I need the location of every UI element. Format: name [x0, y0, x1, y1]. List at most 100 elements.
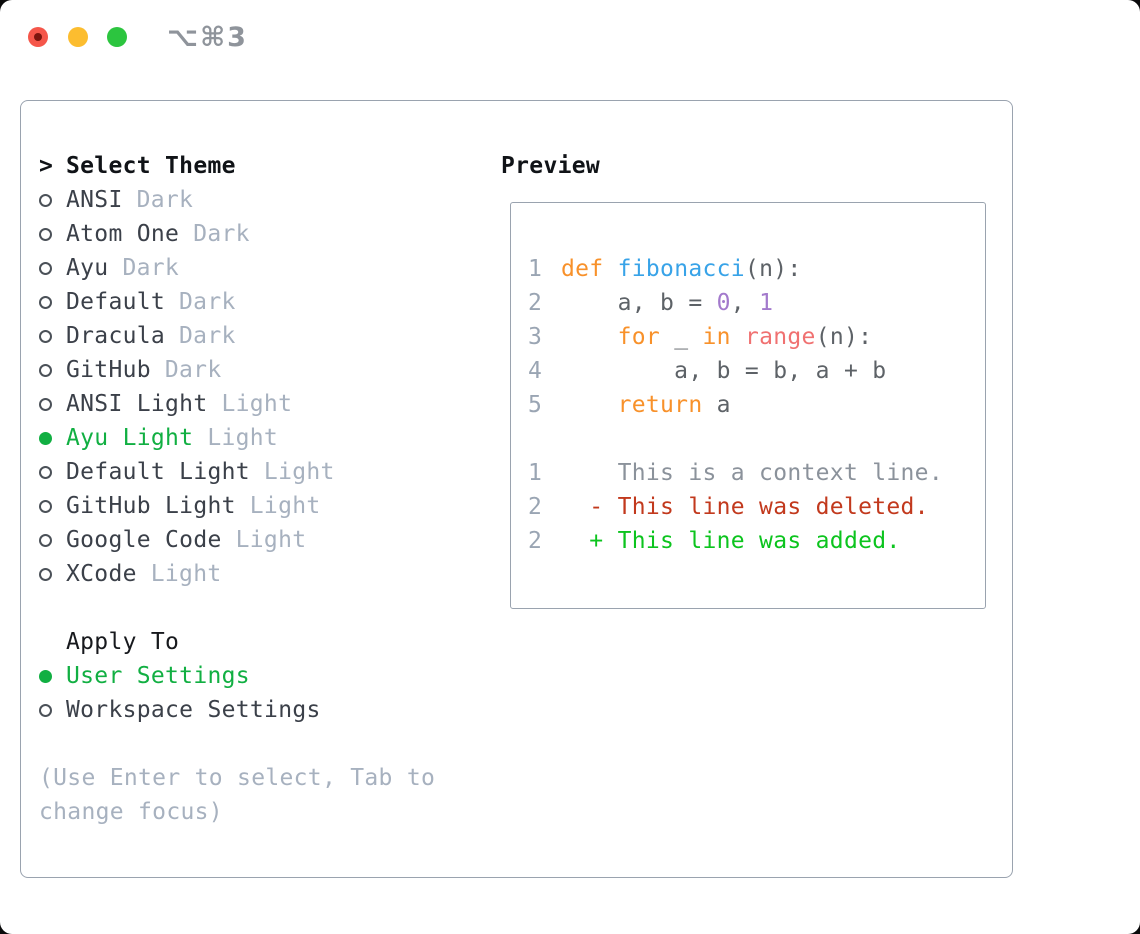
code-segment: - This line was deleted.: [561, 494, 929, 520]
code-line: 4 a, b = b, a + b: [528, 354, 979, 388]
theme-variant-label: Dark: [179, 289, 236, 315]
apply-option[interactable]: Workspace Settings: [39, 693, 435, 727]
theme-option[interactable]: Default Dark: [39, 285, 435, 319]
code-segment: fibonacci: [617, 256, 745, 282]
apply-to-title: Apply To: [66, 629, 180, 655]
theme-variant-label: Light: [235, 527, 307, 553]
radio-icon: [39, 533, 52, 547]
cursor-marker: >: [39, 153, 54, 179]
line-number: 5: [528, 392, 543, 418]
theme-option-marker-col: [39, 295, 66, 309]
theme-variant-label: Dark: [179, 323, 236, 349]
code-segment: 0: [716, 290, 731, 316]
theme-option-marker-col: [39, 397, 66, 411]
line-number: 3: [528, 324, 543, 350]
code-segment: in: [702, 324, 731, 350]
radio-icon: [39, 397, 52, 411]
theme-variant-label: Light: [263, 459, 335, 485]
radio-icon: [39, 193, 52, 207]
apply-option[interactable]: User Settings: [39, 659, 435, 693]
theme-option-marker-col: [39, 431, 66, 445]
theme-variant-label: Light: [221, 391, 293, 417]
code-segment: 1: [759, 290, 774, 316]
code-segment: def: [561, 256, 604, 282]
line-number: 2: [528, 528, 543, 554]
theme-option-label: Atom One: [66, 221, 180, 247]
line-number: 1: [528, 460, 543, 486]
apply-option-label: Workspace Settings: [66, 697, 321, 723]
code-segment: [561, 388, 618, 422]
theme-variant-label: Light: [207, 425, 279, 451]
code-line: 2 + This line was added.: [528, 524, 979, 558]
theme-option-label: Default: [66, 289, 166, 315]
titlebar: ⌥⌘3: [0, 0, 1140, 70]
theme-option[interactable]: Ayu Light Light: [39, 421, 435, 455]
code-segment: (n):: [744, 256, 802, 282]
radio-icon: [39, 329, 52, 343]
theme-option-label: Default Light: [66, 459, 250, 485]
theme-option-label: Ayu: [66, 255, 109, 281]
theme-option-marker-col: [39, 465, 66, 479]
radio-icon: [39, 363, 52, 377]
theme-option-label: Ayu Light: [66, 425, 194, 451]
theme-option-marker-col: [39, 499, 66, 513]
code-segment: [731, 320, 745, 354]
code-segment: [603, 252, 617, 286]
code-segment: ,: [730, 290, 760, 316]
code-line: 2 a, b = 0, 1: [528, 286, 979, 320]
theme-option[interactable]: Google Code Light: [39, 523, 435, 557]
radio-icon: [39, 295, 52, 309]
theme-option-label: ANSI: [66, 187, 123, 213]
close-button[interactable]: [28, 27, 48, 47]
radio-icon: [39, 465, 52, 479]
spacer-row: [39, 591, 435, 625]
radio-icon: [39, 567, 52, 581]
radio-icon: [39, 431, 52, 445]
theme-option-marker-col: [39, 193, 66, 207]
theme-variant-label: Light: [249, 493, 321, 519]
theme-option-label: ANSI Light: [66, 391, 208, 417]
code-segment: [561, 320, 618, 354]
theme-option[interactable]: ANSI Light Light: [39, 387, 435, 421]
theme-option-marker-col: [39, 567, 66, 581]
theme-option-label: Google Code: [66, 527, 222, 553]
zoom-button[interactable]: [107, 27, 127, 47]
theme-option-marker-col: [39, 261, 66, 275]
theme-option-marker-col: [39, 533, 66, 547]
minimize-button[interactable]: [68, 27, 88, 47]
radio-icon: [39, 669, 52, 683]
theme-variant-label: Light: [150, 561, 222, 587]
code-line: 2 - This line was deleted.: [528, 490, 979, 524]
code-line: [528, 422, 979, 456]
theme-option-marker-col: [39, 329, 66, 343]
code-segment: + This line was added.: [561, 528, 901, 554]
code-segment: a, b = b, a + b: [561, 358, 887, 384]
code-line: 1 This is a context line.: [528, 456, 979, 490]
radio-icon: [39, 703, 52, 717]
code-segment: a, b =: [561, 290, 717, 316]
theme-option-marker-col: [39, 227, 66, 241]
help-text-line-2: change focus): [39, 799, 223, 825]
theme-option[interactable]: Default Light Light: [39, 455, 435, 489]
line-number: 4: [528, 358, 543, 384]
code-segment: This is a context line.: [561, 460, 943, 486]
help-text-line-1: (Use Enter to select, Tab to: [39, 765, 436, 791]
spacer-row: [39, 727, 435, 761]
code-line: 3 for _ in range(n):: [528, 320, 979, 354]
radio-icon: [39, 227, 52, 241]
line-number: 2: [528, 494, 543, 520]
theme-variant-label: Dark: [164, 357, 222, 383]
